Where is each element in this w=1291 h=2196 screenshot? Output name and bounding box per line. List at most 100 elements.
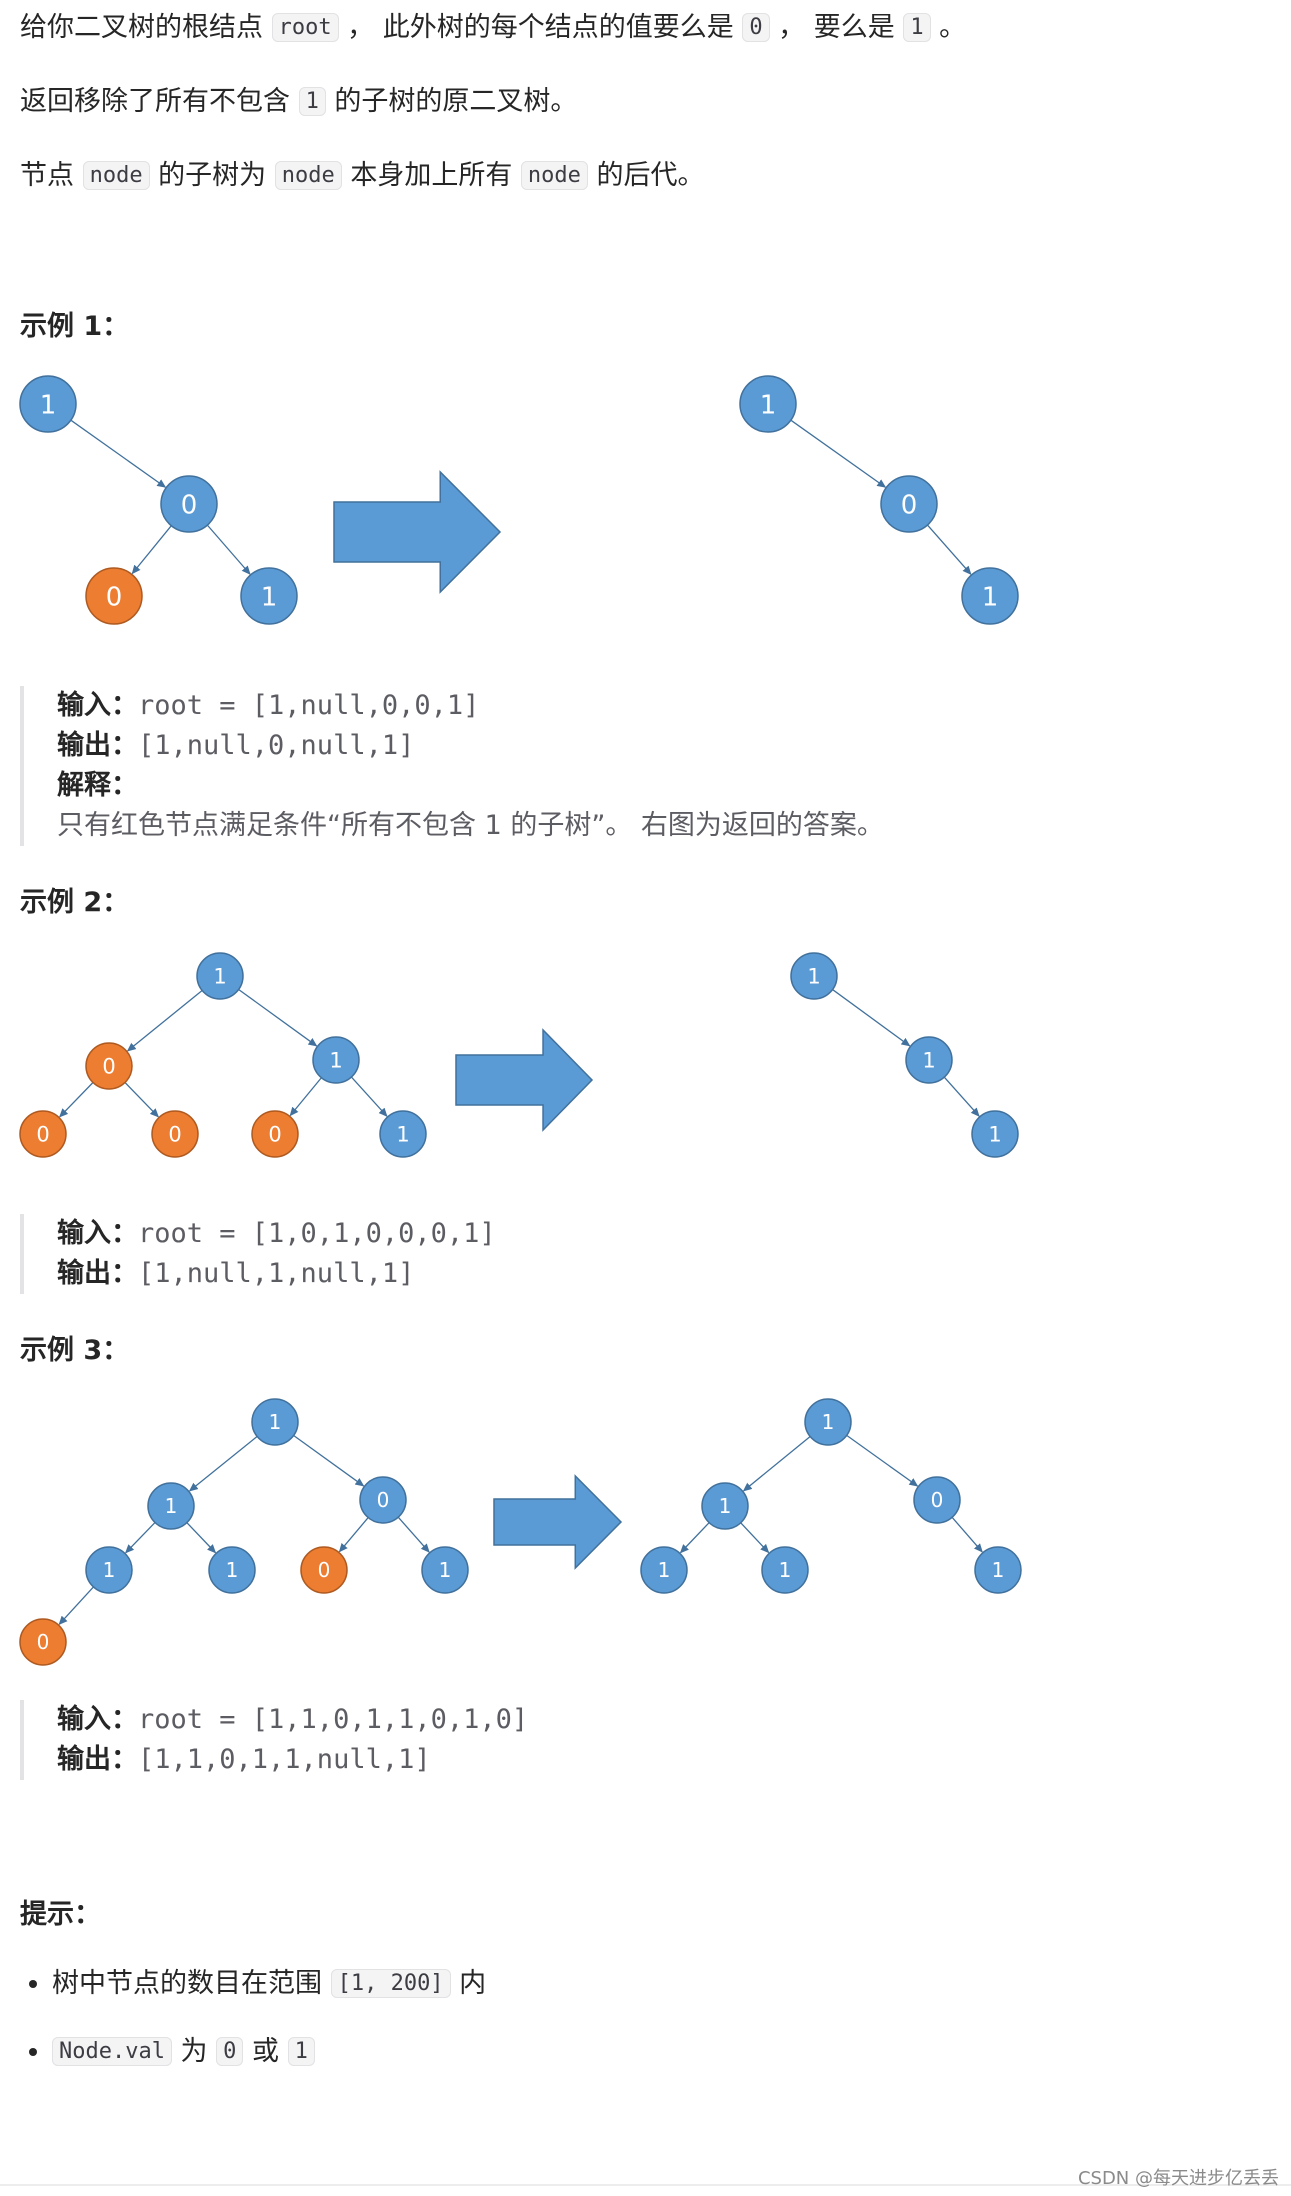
tree-node-circle: [913, 1476, 961, 1524]
tree-node-circle: [880, 475, 938, 533]
tree-node-circle: [379, 1110, 427, 1158]
inline-code: root: [271, 13, 339, 42]
tree-node: 1: [379, 1110, 427, 1158]
output-label: 输出：: [57, 730, 138, 761]
tree-node-circle: [85, 1546, 133, 1594]
tree-node: 0: [251, 1110, 299, 1158]
tree-node-circle: [19, 1110, 67, 1158]
intro-text: 节点: [20, 160, 83, 191]
tree-node: 1: [240, 567, 298, 625]
example-3-output-row: 输出：[1,1,0,1,1,null,1]: [57, 1740, 528, 1780]
tree-edge: [188, 1435, 258, 1492]
tree-edge: [742, 1436, 811, 1492]
tree-node: 0: [300, 1546, 348, 1594]
tree-node-label: 1: [658, 1558, 671, 1582]
intro-paragraph-1: 给你二叉树的根结点 root ， 此外树的每个结点的值要么是 0 ， 要么是 1…: [20, 8, 966, 50]
tree-node: 0: [359, 1476, 407, 1524]
tree-node-circle: [19, 1618, 67, 1666]
tree-node-label: 0: [318, 1558, 331, 1582]
tree-node-label: 0: [168, 1123, 181, 1147]
tree-node: 1: [961, 567, 1019, 625]
intro-text: 给你二叉树的根结点: [20, 12, 272, 43]
inline-code: 0: [742, 13, 770, 42]
tree-node-label: 1: [165, 1494, 178, 1518]
tree-node-circle: [85, 1042, 133, 1090]
tree-node: 1: [905, 1036, 953, 1084]
tree-edge: [58, 1586, 94, 1626]
tree-node: 1: [19, 375, 77, 433]
tree-edge: [679, 1522, 710, 1554]
tree-node: 1: [804, 1398, 852, 1446]
tree-edge: [397, 1516, 430, 1553]
inline-code: node: [520, 161, 588, 190]
tree-node: 0: [19, 1110, 67, 1158]
tree-node: 0: [19, 1618, 67, 1666]
tree-node-circle: [974, 1546, 1022, 1594]
tree-edge: [951, 1516, 983, 1553]
output-label: 输出：: [57, 1258, 138, 1289]
tree-node-label: 1: [992, 1558, 1005, 1582]
tip-text: 或: [243, 2036, 288, 2067]
example-1-io-block: 输入：root = [1,null,0,0,1] 输出：[1,null,0,nu…: [20, 686, 884, 846]
input-label: 输入：: [57, 1704, 138, 1735]
tree-node-label: 1: [329, 1049, 342, 1073]
tree-node-label: 1: [261, 582, 278, 612]
tree-node-label: 1: [922, 1049, 935, 1073]
tree-node: 0: [85, 1042, 133, 1090]
output-label: 输出：: [57, 1744, 138, 1775]
tree-node-circle: [961, 567, 1019, 625]
tips-list: 树中节点的数目在范围 [1, 200] 内 Node.val 为 0 或 1: [20, 1964, 486, 2100]
tree-node-label: 1: [226, 1558, 239, 1582]
tree-node-label: 1: [396, 1123, 409, 1147]
transform-arrow-icon: [333, 470, 502, 594]
tree-node-circle: [160, 475, 218, 533]
input-value: root = [1,0,1,0,0,0,1]: [138, 1218, 496, 1249]
intro-text: 的后代。: [587, 160, 705, 191]
tip-text: 树中节点的数目在范围: [52, 1968, 331, 1999]
tree-node-label: 0: [901, 490, 918, 520]
inline-code: 1: [903, 13, 931, 42]
tree-edge: [846, 1434, 919, 1487]
tree-edge: [293, 1434, 365, 1487]
tree-node-circle: [208, 1546, 256, 1594]
tree-node-label: 0: [181, 490, 198, 520]
tip-item: 树中节点的数目在范围 [1, 200] 内: [52, 1964, 486, 2006]
tree-node-circle: [196, 952, 244, 1000]
inline-code: 1: [287, 2037, 315, 2066]
tip-text: 内: [450, 1968, 487, 1999]
tree-node: 1: [739, 375, 797, 433]
tree-edge: [131, 525, 172, 575]
tree-node-label: 1: [760, 390, 777, 420]
intro-text: ， 要么是: [769, 12, 904, 43]
tree-edge: [943, 1076, 980, 1117]
tree-node-circle: [300, 1546, 348, 1594]
tree-node: 1: [196, 952, 244, 1000]
tree-node-circle: [761, 1546, 809, 1594]
input-label: 输入：: [57, 690, 138, 721]
inline-code: node: [274, 161, 342, 190]
tree-node: 1: [701, 1482, 749, 1530]
tree-node: 1: [421, 1546, 469, 1594]
tree-node-circle: [359, 1476, 407, 1524]
tree-node-label: 0: [377, 1488, 390, 1512]
tree-node: 1: [761, 1546, 809, 1594]
tree-node: 1: [85, 1546, 133, 1594]
tree-node: 0: [151, 1110, 199, 1158]
tree-edge: [927, 524, 972, 575]
input-value: root = [1,1,0,1,1,0,1,0]: [138, 1704, 529, 1735]
tips-heading: 提示：: [20, 1899, 101, 1930]
transform-arrow-icon: [455, 1028, 594, 1132]
tree-node-label: 1: [807, 965, 820, 989]
tree-node-label: 0: [36, 1123, 49, 1147]
watermark: CSDN @每天进步亿丢丢: [1077, 2168, 1279, 2189]
intro-text: 。: [930, 12, 967, 43]
intro-text: ， 此外树的每个结点的值要么是: [338, 12, 743, 43]
intro-paragraph-3: 节点 node 的子树为 node 本身加上所有 node 的后代。: [20, 156, 704, 198]
example-2-input-row: 输入：root = [1,0,1,0,0,0,1]: [57, 1214, 496, 1254]
tree-edge: [338, 1517, 369, 1553]
inline-code: 1: [298, 87, 326, 116]
example-1-input-row: 输入：root = [1,null,0,0,1]: [57, 686, 884, 726]
tree-node-circle: [251, 1398, 299, 1446]
tree-node: 1: [251, 1398, 299, 1446]
